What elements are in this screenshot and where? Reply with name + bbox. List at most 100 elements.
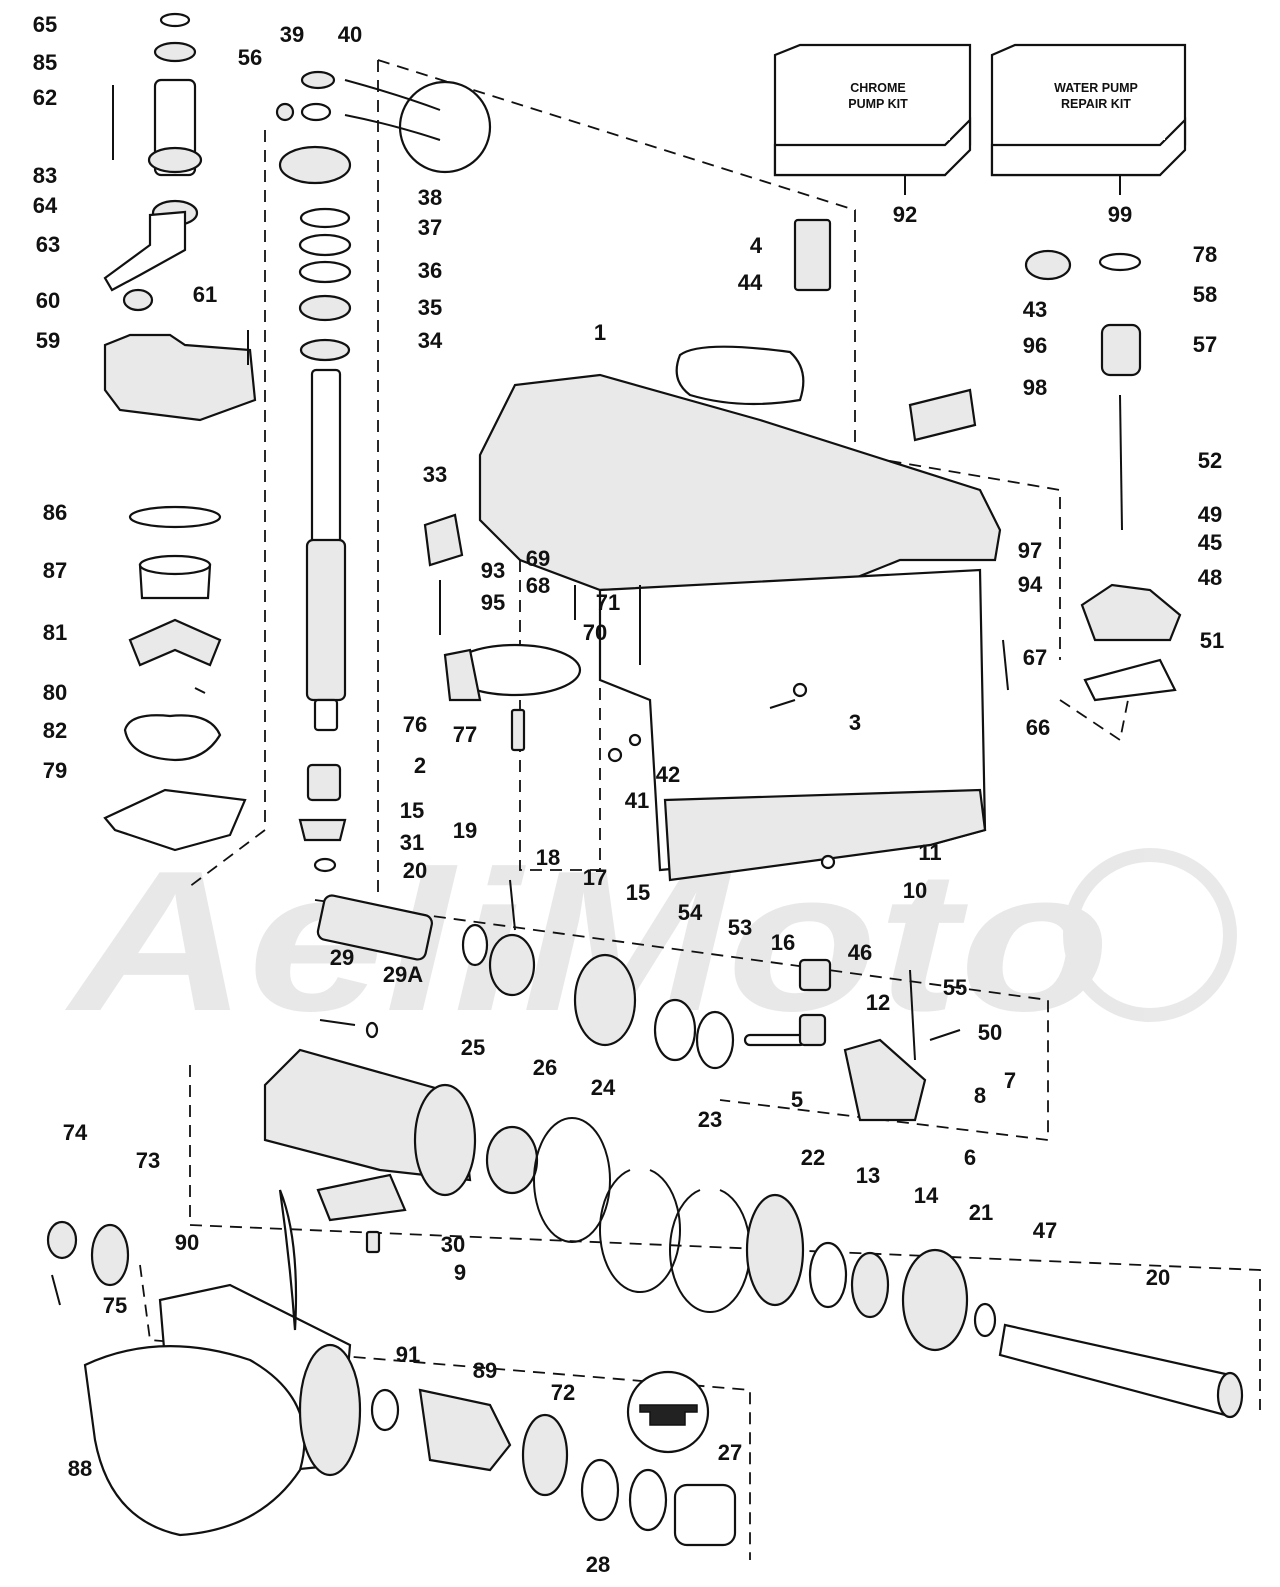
callout-22: 22 xyxy=(801,1145,825,1170)
callout-62: 62 xyxy=(33,85,57,110)
callout-25: 25 xyxy=(461,1035,485,1060)
callout-28: 28 xyxy=(586,1552,610,1577)
gear-assembly xyxy=(263,879,1244,1419)
kit-number-label: 99 xyxy=(1108,202,1132,227)
callout-68: 68 xyxy=(526,573,550,598)
callout-91: 91 xyxy=(396,1342,420,1367)
callout-20a: 20 xyxy=(403,858,427,883)
callout-15b: 15 xyxy=(626,880,650,905)
callout-81: 81 xyxy=(43,620,67,645)
callout-2: 2 xyxy=(414,753,426,778)
callout-60: 60 xyxy=(36,288,60,313)
callout-86: 86 xyxy=(43,500,67,525)
callout-27: 27 xyxy=(718,1440,742,1465)
callout-24: 24 xyxy=(591,1075,616,1100)
callout-88: 88 xyxy=(68,1456,92,1481)
callout-11: 11 xyxy=(918,840,941,865)
callout-4: 4 xyxy=(750,233,763,258)
callout-21: 21 xyxy=(969,1200,993,1225)
callout-31: 31 xyxy=(400,830,424,855)
callout-19: 19 xyxy=(453,818,477,843)
callout-49: 49 xyxy=(1198,502,1222,527)
water-pump-parts xyxy=(103,12,257,852)
chrome-kit-line1: CHROME xyxy=(850,81,906,95)
callout-7: 7 xyxy=(1004,1068,1016,1093)
callout-47: 47 xyxy=(1033,1218,1057,1243)
chrome-kit-line2: PUMP KIT xyxy=(848,97,908,111)
callout-59: 59 xyxy=(36,328,60,353)
callout-50: 50 xyxy=(978,1020,1002,1045)
callout-15a: 15 xyxy=(400,798,424,823)
callout-61: 61 xyxy=(193,282,217,307)
callout-89: 89 xyxy=(473,1358,497,1383)
driveshaft-parts xyxy=(275,70,492,873)
callout-75: 75 xyxy=(103,1293,127,1318)
callout-43: 43 xyxy=(1023,297,1047,322)
callout-78: 78 xyxy=(1193,242,1217,267)
callout-56: 56 xyxy=(238,45,262,70)
callout-98: 98 xyxy=(1023,375,1047,400)
callout-63: 63 xyxy=(36,232,60,257)
propeller-parts xyxy=(46,1189,737,1547)
callout-53: 53 xyxy=(728,915,752,940)
callout-44: 44 xyxy=(738,270,763,295)
callout-29: 29 xyxy=(330,945,354,970)
callout-3: 3 xyxy=(849,710,861,735)
callout-70: 70 xyxy=(583,620,607,645)
callout-69: 69 xyxy=(526,546,550,571)
callout-80: 80 xyxy=(43,680,67,705)
callout-94: 94 xyxy=(1018,572,1043,597)
watermark: AeliMoto xyxy=(64,830,1237,1053)
callout-16: 16 xyxy=(771,930,795,955)
callout-95: 95 xyxy=(481,590,505,615)
callout-82: 82 xyxy=(43,718,67,743)
callout-9: 9 xyxy=(454,1260,466,1285)
callout-45: 45 xyxy=(1198,530,1222,555)
callout-18: 18 xyxy=(536,845,560,870)
callout-87: 87 xyxy=(43,558,67,583)
callout-46: 46 xyxy=(848,940,872,965)
callout-83: 83 xyxy=(33,163,57,188)
callout-97: 97 xyxy=(1018,538,1042,563)
callout-76: 76 xyxy=(403,712,427,737)
water-kit-line1: WATER PUMP xyxy=(1054,81,1138,95)
callout-73: 73 xyxy=(136,1148,160,1173)
callout-41: 41 xyxy=(625,788,649,813)
callout-42: 42 xyxy=(656,762,680,787)
callout-64: 64 xyxy=(33,193,58,218)
callout-38: 38 xyxy=(418,185,442,210)
callout-6: 6 xyxy=(964,1145,976,1170)
callout-5: 5 xyxy=(791,1087,803,1112)
callout-96: 96 xyxy=(1023,333,1047,358)
callout-74: 74 xyxy=(63,1120,88,1145)
callout-48: 48 xyxy=(1198,565,1222,590)
callout-12: 12 xyxy=(866,990,890,1015)
callout-29A: 29A xyxy=(383,962,423,987)
callout-51: 51 xyxy=(1200,628,1224,653)
callout-66: 66 xyxy=(1026,715,1050,740)
water-kit-line2: REPAIR KIT xyxy=(1061,97,1131,111)
callout-23: 23 xyxy=(698,1107,722,1132)
callout-36: 36 xyxy=(418,258,442,283)
callout-8: 8 xyxy=(974,1083,986,1108)
callout-10: 10 xyxy=(903,878,927,903)
callout-55: 55 xyxy=(943,975,967,1000)
callout-33: 33 xyxy=(423,462,447,487)
callout-14: 14 xyxy=(914,1183,939,1208)
kit-number-label: 92 xyxy=(893,202,917,227)
callout-26: 26 xyxy=(533,1055,557,1080)
callout-37: 37 xyxy=(418,215,442,240)
callout-1: 1 xyxy=(594,320,606,345)
callout-71: 71 xyxy=(596,590,620,615)
callout-52: 52 xyxy=(1198,448,1222,473)
callout-34: 34 xyxy=(418,328,443,353)
gearcase-housing xyxy=(423,218,1182,882)
callout-35: 35 xyxy=(418,295,442,320)
callout-79: 79 xyxy=(43,758,67,783)
chrome-pump-kit-box: CHROME PUMP KIT xyxy=(773,43,972,195)
callout-72: 72 xyxy=(551,1380,575,1405)
callout-77: 77 xyxy=(453,722,477,747)
callout-90: 90 xyxy=(175,1230,199,1255)
